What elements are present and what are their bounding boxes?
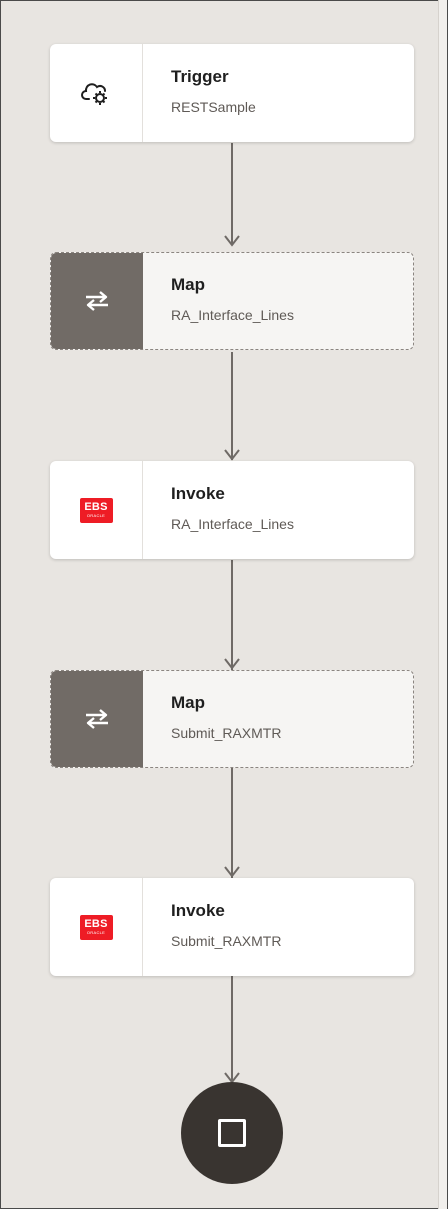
trigger-icon-box bbox=[50, 44, 143, 142]
map-icon-box bbox=[51, 253, 143, 349]
node-title: Invoke bbox=[171, 901, 225, 920]
arrow-down-icon bbox=[224, 866, 240, 878]
connector-line bbox=[231, 976, 233, 1082]
canvas-scrollbar[interactable] bbox=[438, 0, 447, 1209]
trigger-node[interactable]: Trigger RESTSample bbox=[50, 44, 414, 142]
node-title: Invoke bbox=[171, 484, 225, 503]
connector-line bbox=[231, 352, 233, 460]
node-subtitle: RESTSample bbox=[171, 99, 256, 115]
ebs-oracle-icon: EBS ORACLE bbox=[79, 914, 113, 940]
connector-line bbox=[231, 768, 233, 878]
arrow-down-icon bbox=[224, 235, 240, 247]
map-icon-box bbox=[51, 671, 143, 767]
invoke-node[interactable]: EBS ORACLE Invoke Submit_RAXMTR bbox=[50, 878, 414, 976]
swap-arrows-icon bbox=[86, 291, 108, 311]
arrow-down-icon bbox=[224, 658, 240, 670]
invoke-icon-box: EBS ORACLE bbox=[50, 878, 143, 976]
arrow-down-icon bbox=[224, 449, 240, 461]
swap-arrows-icon bbox=[86, 709, 108, 729]
connector-line bbox=[231, 143, 233, 245]
node-title: Map bbox=[171, 693, 205, 712]
invoke-node[interactable]: EBS ORACLE Invoke RA_Interface_Lines bbox=[50, 461, 414, 559]
end-node[interactable] bbox=[181, 1082, 283, 1184]
node-subtitle: RA_Interface_Lines bbox=[171, 516, 294, 532]
map-node[interactable]: Map RA_Interface_Lines bbox=[50, 252, 414, 350]
node-subtitle: Submit_RAXMTR bbox=[171, 725, 282, 741]
ebs-oracle-icon: EBS ORACLE bbox=[79, 497, 113, 523]
connector-line bbox=[231, 560, 233, 670]
node-subtitle: RA_Interface_Lines bbox=[171, 307, 294, 323]
cloud-gear-icon bbox=[81, 83, 107, 105]
node-subtitle: Submit_RAXMTR bbox=[171, 933, 282, 949]
invoke-icon-box: EBS ORACLE bbox=[50, 461, 143, 559]
stop-icon bbox=[218, 1119, 246, 1147]
map-node[interactable]: Map Submit_RAXMTR bbox=[50, 670, 414, 768]
node-title: Trigger bbox=[171, 67, 229, 86]
node-title: Map bbox=[171, 275, 205, 294]
